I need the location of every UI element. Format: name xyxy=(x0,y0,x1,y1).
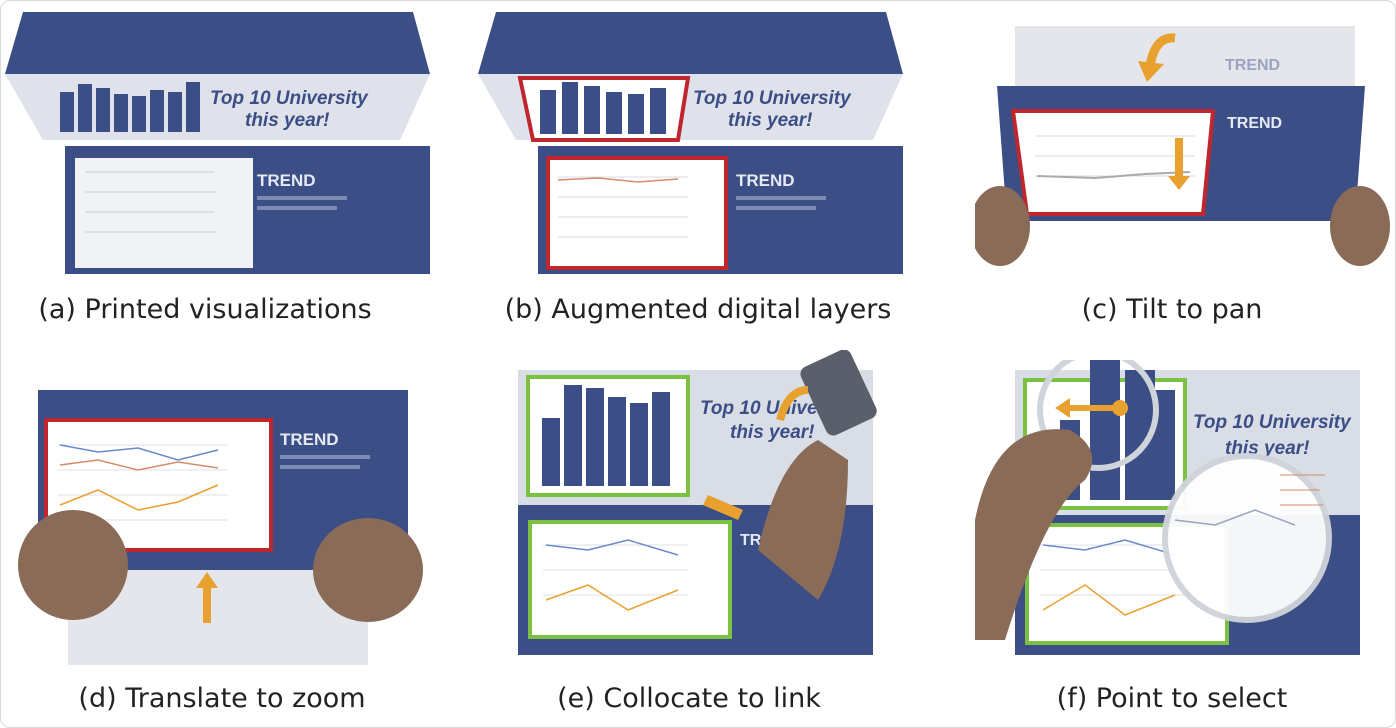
caption-b: (b) Augmented digital layers xyxy=(504,294,892,325)
panel-a-headline-1: Top 10 University xyxy=(210,88,369,109)
panel-b-headline-1: Top 10 University xyxy=(693,88,852,109)
panel-e-image: Top 10 University this year! TREND xyxy=(518,350,880,660)
caption-e: (e) Collocate to link xyxy=(557,683,821,714)
caption-a: (a) Printed visualizations xyxy=(38,294,372,325)
panel-d-image: TREND xyxy=(18,390,438,665)
panel-c-trend: TREND xyxy=(1227,115,1282,132)
panel-e-headline-2: this year! xyxy=(730,422,814,443)
panel-c-back-trend: TREND xyxy=(1225,57,1280,74)
panel-b-headline-2: this year! xyxy=(728,110,812,131)
panel-a-headline-2: this year! xyxy=(245,110,329,131)
caption-c: (c) Tilt to pan xyxy=(1081,294,1263,325)
panel-b-image: Top 10 University this year! TREND xyxy=(478,12,908,277)
caption-d: (d) Translate to zoom xyxy=(78,683,366,714)
panel-f-headline-1: Top 10 University xyxy=(1193,412,1352,433)
panel-c-image: TREND TREND xyxy=(975,26,1390,266)
caption-f: (f) Point to select xyxy=(1056,683,1288,714)
panel-f-image: Top 10 University this year! xyxy=(975,360,1367,660)
panel-a-image: Top 10 University this year! TREND xyxy=(5,12,435,277)
panel-d-trend: TREND xyxy=(280,430,339,449)
panel-a-trend: TREND xyxy=(257,171,316,190)
panel-b-trend: TREND xyxy=(736,171,795,190)
